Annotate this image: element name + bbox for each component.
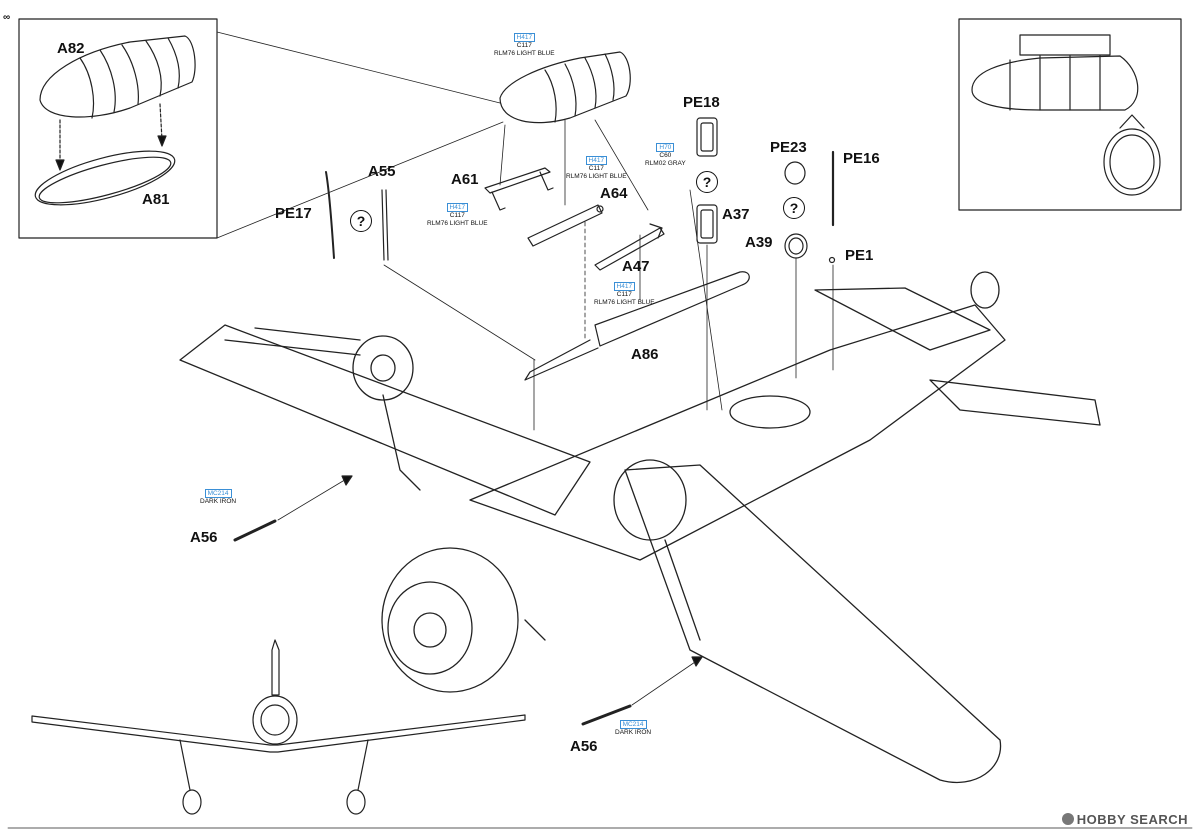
label-a56-left: A56 xyxy=(190,529,218,546)
paint-code: H70 xyxy=(656,143,675,152)
paint-callout-a56-left: MC214 DARK IRON xyxy=(200,489,237,505)
drop-tank-main xyxy=(499,51,631,124)
strut-a64 xyxy=(527,204,604,247)
tank-ring-a81 xyxy=(34,150,176,206)
main-wheel-right xyxy=(613,459,687,541)
label-a55: A55 xyxy=(368,163,396,180)
paint-callout-a56-bottom: MC214 DARK IRON xyxy=(615,720,652,736)
paint-code: H417 xyxy=(585,156,608,165)
aircraft-front-view xyxy=(31,639,526,815)
label-a37: A37 xyxy=(722,206,750,223)
label-a81: A81 xyxy=(142,191,170,208)
paint-code: H417 xyxy=(613,282,636,291)
inset-frame-tank-detail xyxy=(18,18,218,239)
tail-wheel xyxy=(970,271,1000,309)
ring-pe23 xyxy=(784,161,806,185)
paint-callout-pe18: H70 C60 RLM02 GRAY xyxy=(645,143,686,167)
watermark: HOBBY SEARCH xyxy=(1061,812,1188,827)
paint-callout-a47: H417 C117 RLM76 LIGHT BLUE xyxy=(594,282,655,306)
main-wheel-left xyxy=(352,335,414,401)
label-pe18: PE18 xyxy=(683,94,720,111)
label-pe1: PE1 xyxy=(845,247,874,264)
strut-a47 xyxy=(594,223,665,271)
label-a61: A61 xyxy=(451,171,479,188)
label-a64: A64 xyxy=(600,185,628,202)
tank-front-detail xyxy=(971,34,1161,196)
paint-callout-tank: H417 C117 RLM76 LIGHT BLUE xyxy=(494,33,555,57)
rod-a55 xyxy=(381,189,389,261)
optional-part-icon: ? xyxy=(783,197,805,219)
bracket-a61 xyxy=(484,167,554,211)
rack-a86 xyxy=(524,271,750,381)
label-a39: A39 xyxy=(745,234,773,251)
paint-code: H417 xyxy=(446,203,469,212)
paint-code: MC214 xyxy=(204,489,232,498)
page-number: ∞ xyxy=(3,12,11,23)
barrel-a56-bottom xyxy=(581,704,632,726)
paint-callout-a61: H417 C117 RLM76 LIGHT BLUE xyxy=(427,203,488,227)
label-pe16: PE16 xyxy=(843,150,880,167)
drop-tank-a82 xyxy=(39,35,196,119)
plate-pe18 xyxy=(696,117,718,157)
optional-part-icon: ? xyxy=(350,210,372,232)
paint-callout-a64: H417 C117 RLM76 LIGHT BLUE xyxy=(566,156,627,180)
label-a82: A82 xyxy=(57,40,85,57)
label-pe17: PE17 xyxy=(275,205,312,222)
watermark-logo-icon xyxy=(1061,813,1074,825)
paint-code: MC214 xyxy=(619,720,647,729)
barrel-a56-left xyxy=(233,519,277,542)
part-a37 xyxy=(696,204,718,244)
optional-part-icon: ? xyxy=(696,171,718,193)
inset-frame-tank-front xyxy=(958,18,1182,211)
label-a47: A47 xyxy=(622,258,650,275)
label-a86: A86 xyxy=(631,346,659,363)
wire-pe17 xyxy=(325,171,335,259)
pin-pe1 xyxy=(828,256,836,264)
aircraft-main xyxy=(179,271,1101,784)
paint-code: H417 xyxy=(513,33,536,42)
label-pe23: PE23 xyxy=(770,139,807,156)
label-a56-bottom: A56 xyxy=(570,738,598,755)
